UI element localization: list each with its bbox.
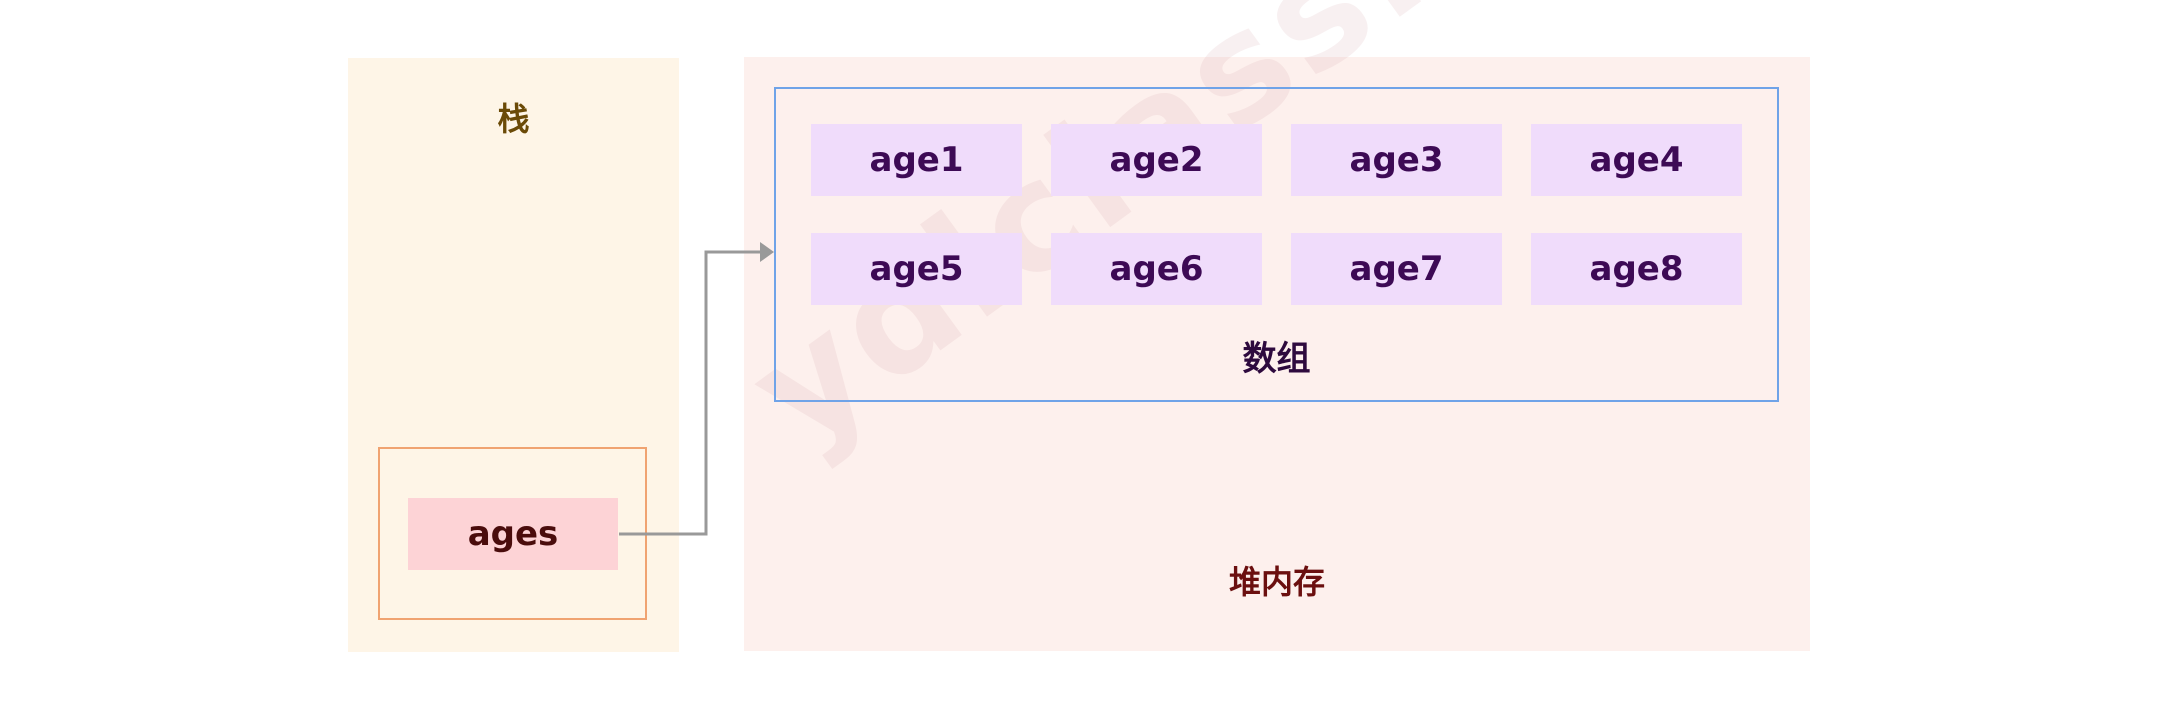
array-cell: age8	[1531, 233, 1742, 305]
array-cell: age2	[1051, 124, 1262, 196]
array-cell: age6	[1051, 233, 1262, 305]
array-box: age1 age2 age3 age4 age5 age6 age7 age8 …	[774, 87, 1779, 402]
array-cell: age1	[811, 124, 1022, 196]
array-cell: age4	[1531, 124, 1742, 196]
array-cell: age3	[1291, 124, 1502, 196]
array-cell: age7	[1291, 233, 1502, 305]
stack-title: 栈	[497, 100, 530, 138]
ages-variable-box: ages	[408, 498, 618, 570]
array-label: 数组	[1242, 339, 1311, 379]
heap-title: 堆内存	[1228, 563, 1325, 601]
array-grid: age1 age2 age3 age4 age5 age6 age7 age8	[811, 124, 1742, 305]
array-cell: age5	[811, 233, 1022, 305]
